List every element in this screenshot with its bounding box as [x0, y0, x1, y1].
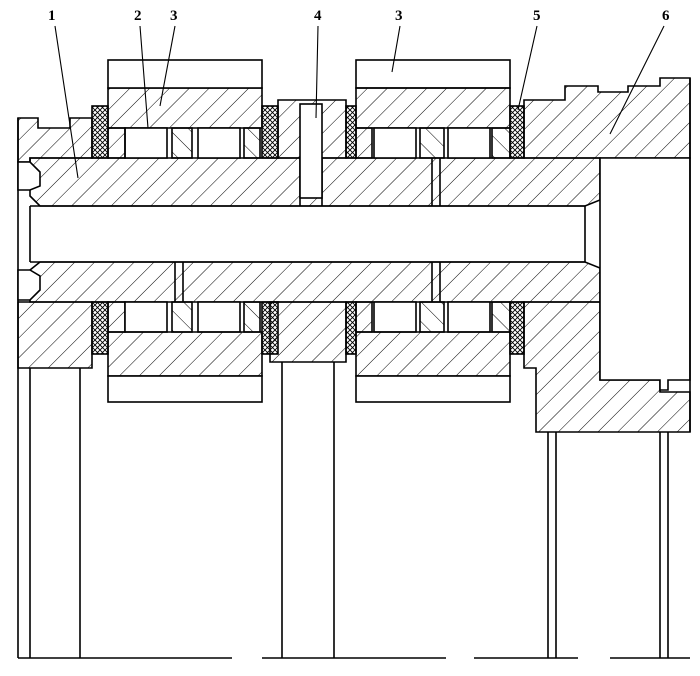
shaft-lower	[29, 261, 601, 303]
label-2: 2	[134, 8, 142, 24]
rollers-left-upper	[107, 127, 261, 159]
seal-right-lower-b	[509, 301, 525, 355]
gear-left-lower	[107, 375, 263, 403]
outer-ring-left-upper	[107, 87, 263, 129]
outer-ring-right-lower	[355, 331, 511, 377]
label-3-right: 3	[395, 8, 403, 24]
seal-left-upper-b	[261, 105, 279, 159]
shaft-end-left-upper	[17, 161, 41, 191]
label-5: 5	[533, 8, 541, 24]
housing-left-lower	[17, 301, 93, 369]
outer-ring-right-upper	[355, 87, 511, 129]
shaft-end-left-lower	[17, 269, 41, 301]
rollers-right-lower	[355, 301, 511, 333]
outer-ring-left-lower	[107, 331, 263, 377]
label-1: 1	[48, 8, 56, 24]
leader-lines	[54, 25, 665, 179]
spacer-4-lower	[269, 301, 347, 363]
shaft-bore	[29, 205, 586, 263]
housing-right-6-upper	[523, 77, 691, 159]
housing-left-wall	[17, 118, 81, 658]
housing-right-cavity	[599, 157, 691, 391]
seal-right-lower-a	[345, 301, 357, 355]
pin-4	[299, 103, 323, 199]
gear-right-upper	[355, 59, 511, 89]
label-4: 4	[314, 8, 322, 24]
gear-right-lower	[355, 375, 511, 403]
rollers-right-upper	[355, 127, 511, 159]
seal-left-upper-a	[91, 105, 109, 159]
seal-left-lower-a	[91, 301, 109, 355]
label-6: 6	[662, 8, 670, 24]
spacer-4-leg	[281, 362, 335, 658]
rollers-left-lower	[107, 301, 261, 333]
seal-right-upper-b	[509, 105, 525, 159]
housing-left-upper	[17, 117, 93, 163]
gear-left-upper	[107, 59, 263, 89]
housing-right-legs	[547, 78, 691, 658]
seal-right-upper-a	[345, 105, 357, 159]
label-3-left: 3	[170, 8, 178, 24]
